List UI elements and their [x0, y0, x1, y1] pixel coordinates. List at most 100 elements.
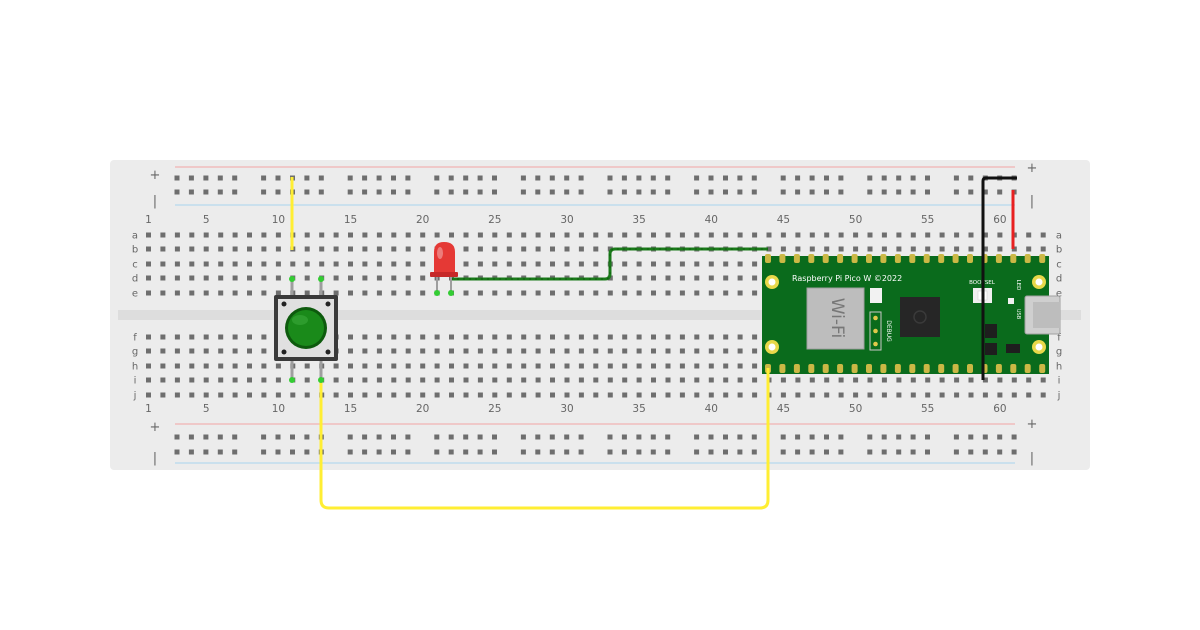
row-label: d — [1056, 274, 1062, 285]
breadboard-hole — [203, 246, 209, 252]
usb-label: USB — [1015, 309, 1021, 320]
column-number: 40 — [705, 214, 718, 226]
wire-black-gnd[interactable] — [981, 176, 1017, 380]
breadboard-hole — [737, 275, 743, 281]
breadboard-hole — [766, 246, 772, 252]
breadboard-hole — [679, 348, 685, 354]
breadboard-hole — [809, 189, 815, 195]
breadboard-hole — [650, 189, 656, 195]
breadboard-hole — [275, 290, 281, 296]
breadboard-hole — [751, 175, 757, 181]
breadboard-hole — [752, 377, 758, 383]
breadboard-hole — [362, 232, 368, 238]
breadboard-hole — [449, 232, 454, 238]
row-label: b — [132, 245, 138, 256]
breadboard-hole — [362, 175, 368, 181]
breadboard-hole — [737, 377, 743, 383]
column-number: 60 — [993, 214, 1006, 226]
breadboard-hole — [651, 290, 656, 296]
column-number: 5 — [203, 214, 210, 226]
breadboard-hole — [376, 261, 382, 267]
breadboard-hole — [881, 175, 887, 181]
breadboard-hole — [925, 392, 931, 398]
breadboard-hole — [867, 232, 873, 238]
pico-pin — [967, 254, 973, 263]
breadboard-hole — [391, 175, 396, 181]
breadboard-hole — [838, 434, 844, 440]
raspberry-pi-pico-w[interactable]: Raspberry Pi Pico W ©2022 Wi-Fi DEBUG BO… — [762, 254, 1049, 374]
breadboard-hole — [290, 392, 296, 398]
breadboard-hole — [405, 449, 411, 455]
breadboard-hole — [449, 377, 454, 383]
breadboard-hole — [708, 275, 714, 281]
pico-pin — [1024, 254, 1031, 263]
breadboard-hole — [146, 392, 151, 398]
pico-component-3 — [1006, 344, 1020, 353]
breadboard-hole — [896, 189, 902, 195]
breadboard-hole — [362, 290, 368, 296]
breadboard-hole — [751, 449, 757, 455]
breadboard-hole — [261, 189, 267, 195]
breadboard-hole — [665, 348, 671, 354]
wifi-chip-small — [870, 288, 882, 303]
breadboard-hole — [203, 232, 209, 238]
breadboard-hole — [881, 246, 887, 252]
breadboard-hole — [477, 449, 483, 455]
row-label: g — [132, 347, 138, 358]
breadboard-hole — [564, 246, 570, 252]
breadboard-hole — [708, 189, 714, 195]
breadboard-hole — [953, 175, 959, 181]
breadboard-hole — [520, 189, 526, 195]
breadboard-hole — [203, 189, 209, 195]
breadboard-hole — [780, 189, 786, 195]
breadboard-hole — [636, 392, 642, 398]
breadboard-hole — [174, 334, 180, 340]
breadboard-hole — [521, 392, 527, 398]
breadboard-hole — [348, 261, 353, 267]
breadboard-hole — [708, 290, 714, 296]
breadboard-hole — [405, 392, 411, 398]
breadboard-hole — [146, 377, 151, 383]
breadboard-hole — [348, 334, 353, 340]
breadboard-hole — [275, 232, 281, 238]
wire-green-led-to-pico[interactable] — [451, 247, 768, 281]
button-cap[interactable] — [288, 310, 324, 346]
breadboard-hole — [824, 392, 830, 398]
pico-pin — [779, 364, 786, 373]
breadboard-hole — [376, 275, 382, 281]
breadboard-hole — [492, 449, 497, 455]
breadboard-hole — [752, 348, 758, 354]
breadboard-hole — [535, 434, 541, 440]
breadboard-hole — [348, 246, 353, 252]
breadboard-hole — [449, 348, 454, 354]
breadboard-hole — [174, 434, 180, 440]
breadboard-hole — [477, 434, 483, 440]
breadboard-hole — [1040, 377, 1046, 383]
breadboard-hole — [694, 261, 700, 267]
wire-yellow-button-to-pico[interactable] — [319, 368, 770, 510]
breadboard-hole — [218, 348, 224, 354]
breadboard-hole — [578, 261, 584, 267]
breadboard-hole — [795, 246, 801, 252]
breadboard-hole — [463, 392, 469, 398]
column-number: 60 — [993, 403, 1006, 415]
pico-pin — [909, 254, 916, 263]
row-label: c — [1056, 260, 1062, 271]
breadboard-hole — [982, 434, 988, 440]
breadboard-hole — [867, 449, 873, 455]
breadboard-hole — [636, 232, 642, 238]
breadboard-hole — [189, 246, 195, 252]
breadboard-hole — [578, 175, 584, 181]
breadboard-hole — [146, 334, 151, 340]
breadboard-hole — [463, 377, 469, 383]
push-button[interactable] — [274, 276, 338, 383]
column-number: 45 — [777, 403, 790, 415]
breadboard-hole — [405, 377, 411, 383]
breadboard-hole — [723, 189, 728, 195]
breadboard-hole — [925, 449, 930, 455]
breadboard-hole — [463, 290, 469, 296]
column-number: 50 — [849, 214, 862, 226]
breadboard-hole — [622, 348, 628, 354]
red-led[interactable] — [430, 242, 458, 296]
